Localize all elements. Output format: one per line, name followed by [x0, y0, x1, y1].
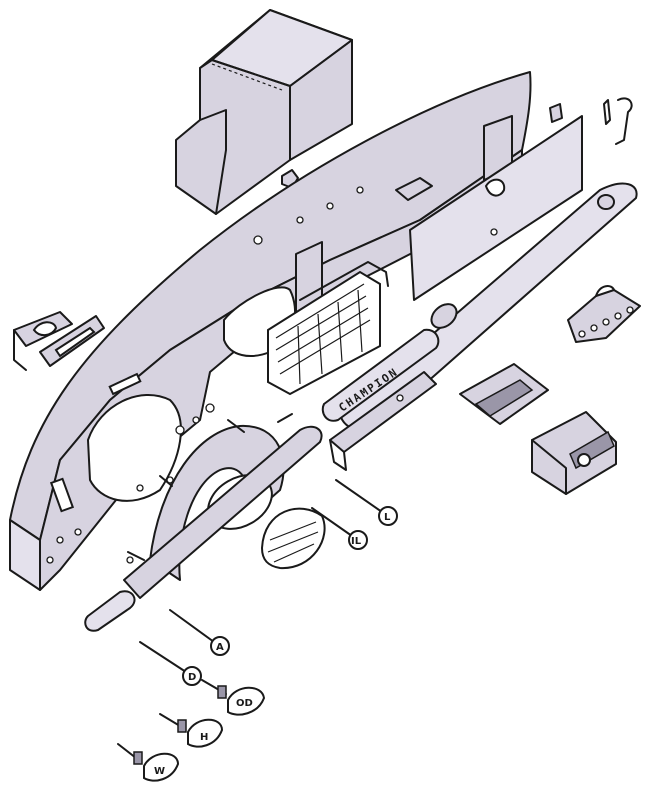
knob-w-label: W	[154, 766, 165, 777]
knob-il-label: IL	[351, 536, 362, 547]
right-comb-bracket	[567, 285, 641, 343]
knob-a-label: A	[216, 642, 224, 653]
knob-h: H	[159, 713, 224, 748]
knob-il: IL	[311, 507, 368, 550]
glove-box	[175, 9, 353, 215]
parcel-shelf-bar	[339, 182, 638, 432]
knob-h-label: H	[200, 732, 208, 743]
knob-a: A	[169, 609, 230, 656]
end-cap	[84, 590, 136, 632]
knob-od: OD	[201, 679, 266, 716]
shroud-rods	[127, 413, 293, 561]
knob-d: D	[139, 641, 202, 686]
knob-od-label: OD	[236, 698, 253, 709]
courtesy-lamp	[260, 507, 326, 570]
radio-cover-panel	[409, 115, 583, 301]
steering-column-shroud	[123, 424, 323, 599]
knob-w: W	[117, 743, 180, 782]
hinge-parts	[549, 97, 633, 145]
knob-l-label: L	[384, 512, 391, 523]
knob-l: L	[335, 479, 398, 526]
mounting-clip	[395, 177, 433, 201]
knob-d-label: D	[188, 672, 196, 683]
angle-bracket	[329, 371, 437, 471]
right-bracket	[459, 363, 549, 425]
left-switch-bracket	[13, 311, 105, 371]
radio-grille	[267, 261, 389, 396]
ashtray	[531, 411, 617, 495]
